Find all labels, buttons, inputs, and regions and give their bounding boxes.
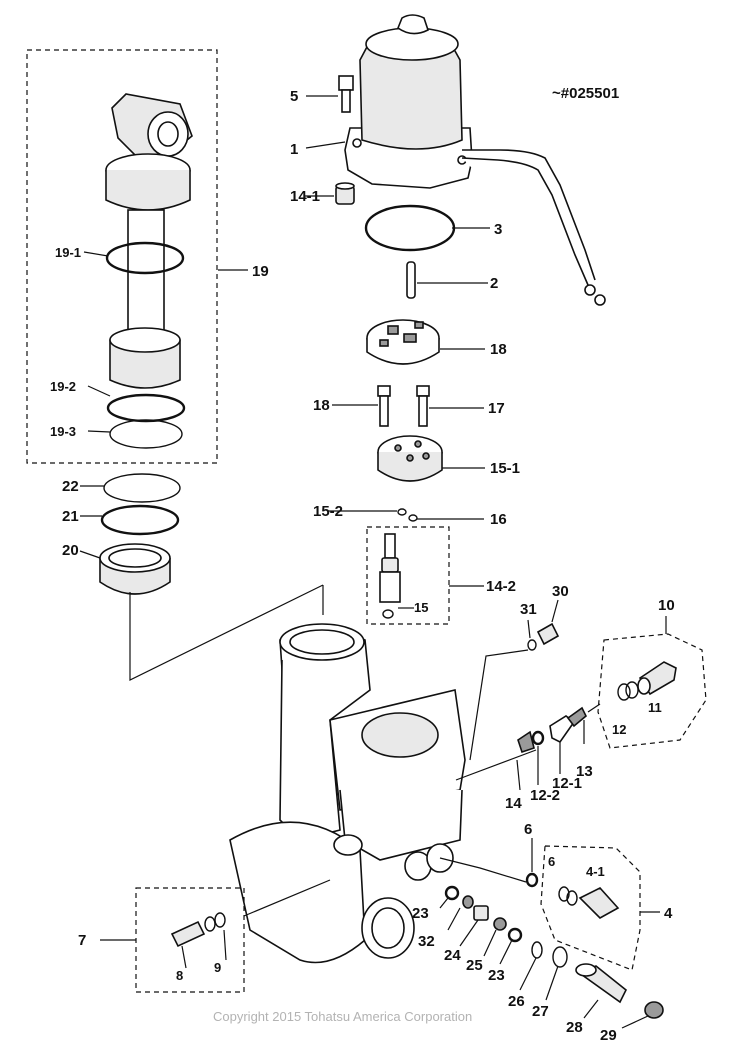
valve-part-4 <box>379 533 401 619</box>
o-ring-part-13 <box>525 872 539 888</box>
spring-part-32 <box>462 895 474 909</box>
valve-part-15 <box>637 661 677 696</box>
o-ring-part-26 <box>531 941 543 959</box>
callout-3: 14-1 <box>290 188 320 205</box>
callout-28: 28 <box>566 1019 583 1036</box>
screw-part-8 <box>377 385 391 427</box>
group-box-15 <box>597 633 707 749</box>
ring-part-17 <box>531 730 545 746</box>
o-ring-part-11 <box>364 204 456 252</box>
valve-part-24 <box>473 905 489 921</box>
ring-part-23a <box>444 885 460 901</box>
o-ring-part-27 <box>552 946 568 968</box>
callout-11: 3 <box>494 221 502 238</box>
cylinder-part-19 <box>105 93 193 389</box>
serial-note: ~#025501 <box>552 85 619 102</box>
callout-15-2: 12 <box>612 722 626 737</box>
o-ring-part-14-2b <box>214 912 226 928</box>
callout-6a: 15-2 <box>313 503 343 520</box>
leader-lines <box>79 95 667 1029</box>
spring-part-18a <box>566 706 587 728</box>
o-ring-part-6b <box>408 514 418 522</box>
valve-part-12 <box>578 887 620 919</box>
callout-6b: 16 <box>490 511 507 528</box>
ring-part-23b <box>507 927 523 943</box>
shaft-part-28 <box>575 963 628 1004</box>
copyright-watermark: Copyright 2015 Tohatsu America Corporati… <box>213 1009 472 1024</box>
callout-19: 19 <box>252 263 269 280</box>
o-ring-part-12-2a <box>558 886 570 902</box>
callout-labels: 1 5 14-1 14-2 15 15-1 15-2 16 17 18 18 2… <box>50 88 675 1044</box>
callout-12: 4 <box>664 905 673 922</box>
o-ring-part-15-2b <box>625 681 639 699</box>
ring-part-19-2 <box>106 393 186 423</box>
callout-20: 20 <box>62 542 79 559</box>
callout-4: 14-2 <box>486 578 516 595</box>
ring-part-19-3 <box>109 419 183 449</box>
callout-30: 30 <box>552 583 569 600</box>
callout-16: 12-1 <box>552 775 582 792</box>
group-box-19 <box>26 49 218 464</box>
plug-part-30 <box>536 622 560 646</box>
callout-19-3: 19-3 <box>50 424 76 439</box>
callout-2: 5 <box>290 88 298 105</box>
callout-19-1: 19-1 <box>55 245 81 260</box>
callout-32: 32 <box>418 933 435 950</box>
callout-12-2: 6 <box>548 854 555 869</box>
callout-22: 22 <box>62 478 79 495</box>
o-ring-part-31 <box>527 639 537 651</box>
spring-part-25 <box>493 917 507 931</box>
callout-21: 21 <box>62 508 79 525</box>
o-ring-part-15-2a <box>617 683 631 701</box>
callout-23a: 23 <box>412 905 429 922</box>
callout-1: 1 <box>290 141 298 158</box>
callout-19-2: 19-2 <box>50 379 76 394</box>
callout-18a: 13 <box>576 763 593 780</box>
callout-12-1: 4-1 <box>586 864 605 879</box>
callout-25: 25 <box>466 957 483 974</box>
valve-part-16 <box>549 715 576 744</box>
motor-assembly <box>344 14 606 306</box>
callout-8: 18 <box>313 397 330 414</box>
valve-plate-part-9 <box>366 319 440 365</box>
group-box-4 <box>366 526 450 625</box>
o-ring-part-12-2b <box>566 890 578 906</box>
group-box-12 <box>540 845 641 971</box>
callout-18b: 14 <box>505 795 522 812</box>
callout-17: 12-2 <box>530 787 560 804</box>
callout-5: 15-1 <box>490 460 520 477</box>
o-ring-part-19-1 <box>105 241 185 275</box>
callout-10: 2 <box>490 275 498 292</box>
housing-main <box>229 623 466 964</box>
o-ring-part-6a <box>397 508 407 516</box>
callout-4-1: 15 <box>414 600 428 615</box>
valve-part-14 <box>170 920 206 948</box>
callout-27: 27 <box>532 1003 549 1020</box>
bushing-part-3 <box>335 182 355 205</box>
callout-14: 7 <box>78 932 86 949</box>
callout-26: 26 <box>508 993 525 1010</box>
callout-9: 18 <box>490 341 507 358</box>
spring-part-18b <box>517 730 535 754</box>
o-ring-part-21 <box>100 504 180 536</box>
callout-7: 17 <box>488 400 505 417</box>
cap-part-29 <box>644 1001 664 1019</box>
screw-part-7 <box>416 385 430 427</box>
ring-part-22 <box>103 473 181 503</box>
callout-14-1: 8 <box>176 968 183 983</box>
callout-29: 29 <box>600 1027 617 1044</box>
callout-24: 24 <box>444 947 461 964</box>
bolt-part-2 <box>338 75 354 113</box>
callout-13: 6 <box>524 821 532 838</box>
callout-14-2: 9 <box>214 960 221 975</box>
bushing-part-20 <box>99 543 171 595</box>
o-ring-part-14-2a <box>204 916 216 932</box>
callout-15: 10 <box>658 597 675 614</box>
callout-15-1: 11 <box>648 700 662 715</box>
pump-part-5 <box>377 435 443 482</box>
pin-part-10 <box>406 261 416 299</box>
callout-23b: 23 <box>488 967 505 984</box>
callout-31: 31 <box>520 601 537 618</box>
